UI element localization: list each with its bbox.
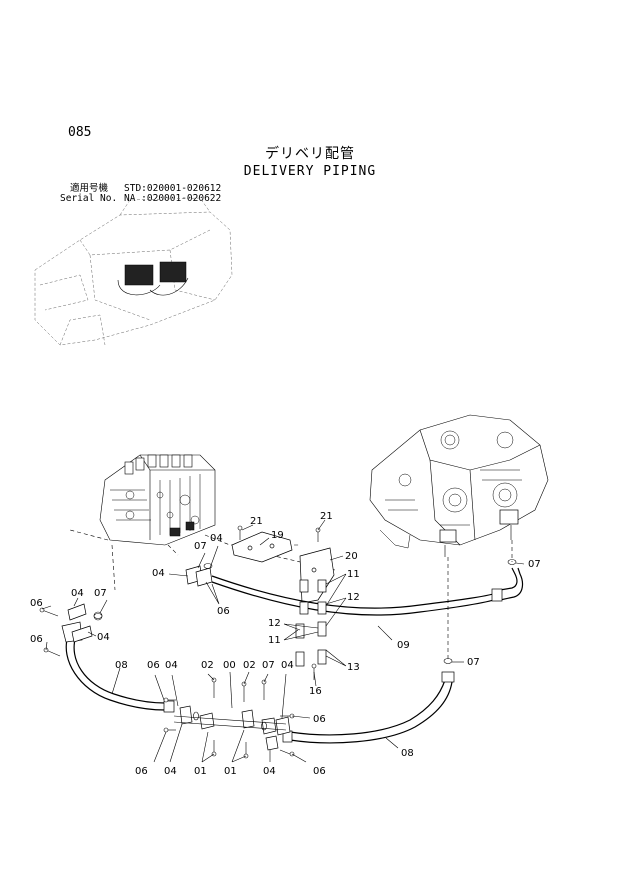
callout-04: 04	[152, 568, 165, 579]
callout-12: 12	[268, 618, 281, 629]
callout-08: 08	[115, 660, 128, 671]
serial-value-std: STD:020001-020612	[124, 183, 222, 194]
hose-08-right	[282, 671, 455, 744]
split-flange-center	[173, 705, 291, 751]
title-japanese: デリベリ配管	[265, 146, 355, 162]
callout-04: 04	[210, 533, 223, 544]
callout-02: 02	[201, 660, 214, 671]
callout-01: 01	[224, 766, 237, 777]
callout-16: 16	[309, 686, 322, 697]
serial-label-jp: 適用号機	[70, 183, 109, 194]
callout-13: 13	[347, 662, 360, 673]
main-pump-assembly	[369, 414, 549, 557]
o-rings	[93, 559, 517, 731]
callout-04: 04	[263, 766, 276, 777]
callout-04: 04	[281, 660, 294, 671]
machine-overview-sketch	[34, 197, 233, 346]
bracket-19	[231, 531, 293, 563]
flange-halves-left	[67, 565, 213, 643]
callout-06: 06	[30, 598, 43, 609]
control-valve-assembly	[99, 454, 216, 546]
callout-11: 11	[347, 569, 360, 580]
callout-07: 07	[94, 588, 107, 599]
clamps	[295, 579, 327, 667]
callout-11: 11	[268, 635, 281, 646]
callout-06: 06	[30, 634, 43, 645]
callout-12: 12	[347, 592, 360, 603]
callout-20: 20	[345, 551, 358, 562]
callout-07: 07	[467, 657, 480, 668]
callout-06: 06	[313, 714, 326, 725]
callout-02: 02	[243, 660, 256, 671]
title-english: DELIVERY PIPING	[243, 164, 377, 179]
callout-00: 00	[223, 660, 236, 671]
bracket-20	[299, 547, 335, 604]
callout-06: 06	[135, 766, 148, 777]
page-number: 085	[68, 125, 92, 140]
callout-06: 06	[313, 766, 326, 777]
callout-08: 08	[401, 748, 414, 759]
callout-06: 06	[217, 606, 230, 617]
callout-21: 21	[250, 516, 263, 527]
serial-label-en: Serial No.	[60, 193, 118, 204]
callout-labels: 21 21 19 20 04 07 04 06 11 12 12 11 13 1…	[30, 511, 541, 777]
callout-09: 09	[397, 640, 410, 651]
callout-07: 07	[194, 541, 207, 552]
callout-19: 19	[271, 530, 284, 541]
callout-21: 21	[320, 511, 333, 522]
serial-value-na: NA :020001-020622	[124, 193, 222, 204]
leader-lines	[41, 519, 525, 763]
callout-04: 04	[97, 632, 110, 643]
callout-04: 04	[71, 588, 84, 599]
callout-01: 01	[194, 766, 207, 777]
hose-09	[211, 567, 524, 616]
callout-07: 07	[528, 559, 541, 570]
callout-04: 04	[165, 660, 178, 671]
callout-04: 04	[164, 766, 177, 777]
callout-06: 06	[147, 660, 160, 671]
callout-07: 07	[262, 660, 275, 671]
